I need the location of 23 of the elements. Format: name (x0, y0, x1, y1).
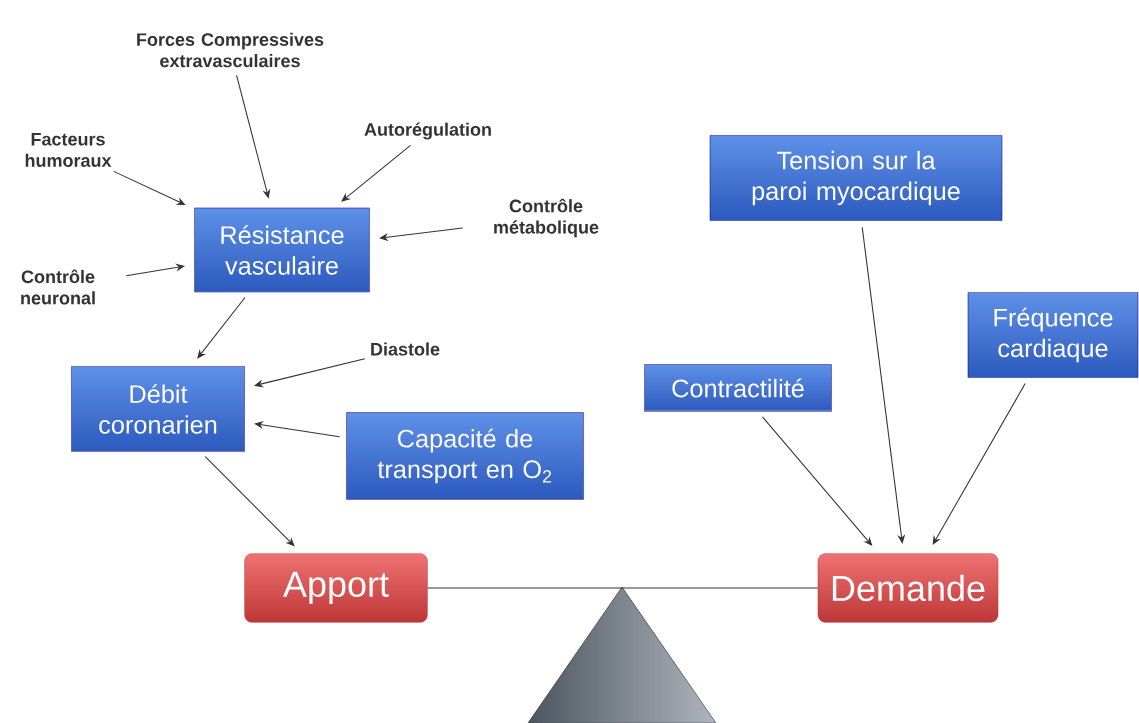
balance-box: Demande (817, 553, 999, 623)
label-text: Forces Compressives extravasculaires (137, 32, 324, 68)
factor-box: Capacité de transport en O$_{2}$ (346, 412, 584, 500)
arrow (341, 144, 411, 202)
beam-line (427, 587, 819, 589)
factor-box: Fréquence cardiaque (967, 292, 1139, 378)
label-text: Facteurs humoraux (25, 133, 112, 167)
arrow (113, 170, 186, 206)
label-text: Autorégulation (364, 122, 491, 140)
factor-box: Contractilité (644, 364, 832, 412)
arrow (254, 421, 341, 438)
arrow (204, 456, 295, 547)
factor-box: Résistance vasculaire (194, 207, 370, 293)
fulcrum-triangle (527, 586, 717, 723)
factor-box: Débit coronarien (71, 366, 245, 452)
arrow (379, 227, 464, 242)
label-text: Contrôle neuronal (21, 269, 95, 305)
label-text: Diastole (371, 342, 440, 356)
factor-box: Tension sur la paroi myocardique (709, 135, 1003, 221)
label-text: Contrôle métabolique (494, 198, 599, 238)
arrow (197, 296, 246, 359)
arrow (861, 226, 906, 544)
balance-box: Apport (244, 553, 428, 623)
